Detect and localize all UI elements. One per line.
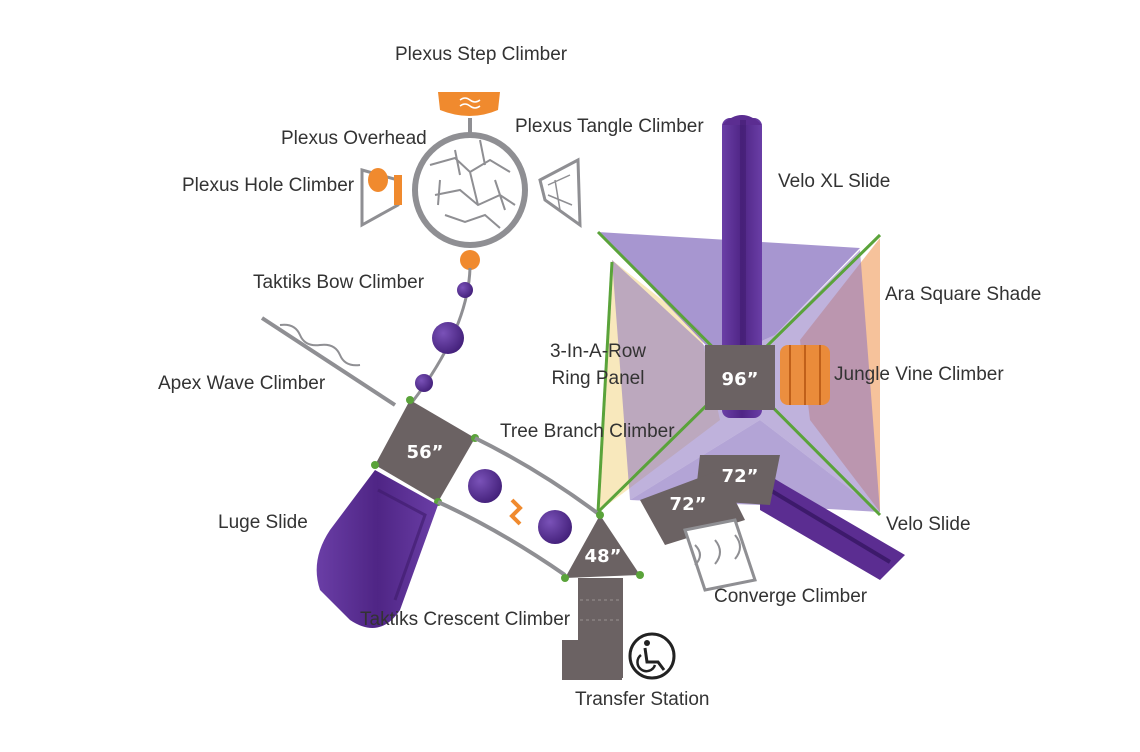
label-ara-square-shade: Ara Square Shade — [885, 284, 1042, 305]
label-plexus-step-climber: Plexus Step Climber — [395, 44, 568, 65]
label-apex-wave-climber: Apex Wave Climber — [158, 373, 326, 394]
deck-48-label: 48” — [585, 546, 622, 567]
luge-slide — [316, 470, 438, 628]
label-tree-branch-climber: Tree Branch Climber — [500, 421, 675, 442]
label-taktiks-bow-climber: Taktiks Bow Climber — [253, 272, 425, 293]
label-velo-slide: Velo Slide — [886, 514, 971, 535]
transfer-station — [562, 578, 623, 680]
label-taktiks-crescent-climber: Taktiks Crescent Climber — [360, 609, 571, 630]
upper-decks: 96” 72” 72” — [640, 345, 780, 545]
velo-slide — [760, 470, 905, 580]
label-converge-climber: Converge Climber — [714, 586, 868, 607]
label-ring-panel: Ring Panel — [551, 368, 645, 389]
label-plexus-hole-climber: Plexus Hole Climber — [182, 175, 355, 196]
taktiks-crescent-climber — [437, 436, 602, 577]
label-velo-xl-slide: Velo XL Slide — [778, 171, 891, 192]
deck-96-label: 96” — [722, 369, 759, 390]
wheelchair-icon — [628, 632, 676, 680]
deck-48: 48” — [561, 511, 644, 582]
deck-56-label: 56” — [407, 442, 444, 463]
label-jungle-vine-climber: Jungle Vine Climber — [834, 364, 1004, 385]
velo-xl-slide — [722, 115, 762, 418]
apex-wave-climber — [260, 316, 397, 407]
deck-72-lower-label: 72” — [670, 494, 707, 515]
plexus-assembly — [360, 92, 582, 270]
label-plexus-overhead: Plexus Overhead — [281, 128, 427, 149]
label-3-in-a-row: 3-In-A-Row — [549, 341, 647, 362]
taktiks-bow-climber — [408, 267, 473, 406]
label-transfer-station: Transfer Station — [575, 689, 710, 710]
label-plexus-tangle-climber: Plexus Tangle Climber — [515, 116, 704, 137]
deck-72-upper-label: 72” — [722, 466, 759, 487]
deck-56: 56” — [371, 396, 479, 506]
converge-climber — [683, 518, 757, 592]
jungle-vine-climber — [780, 345, 830, 405]
label-luge-slide: Luge Slide — [218, 512, 308, 533]
